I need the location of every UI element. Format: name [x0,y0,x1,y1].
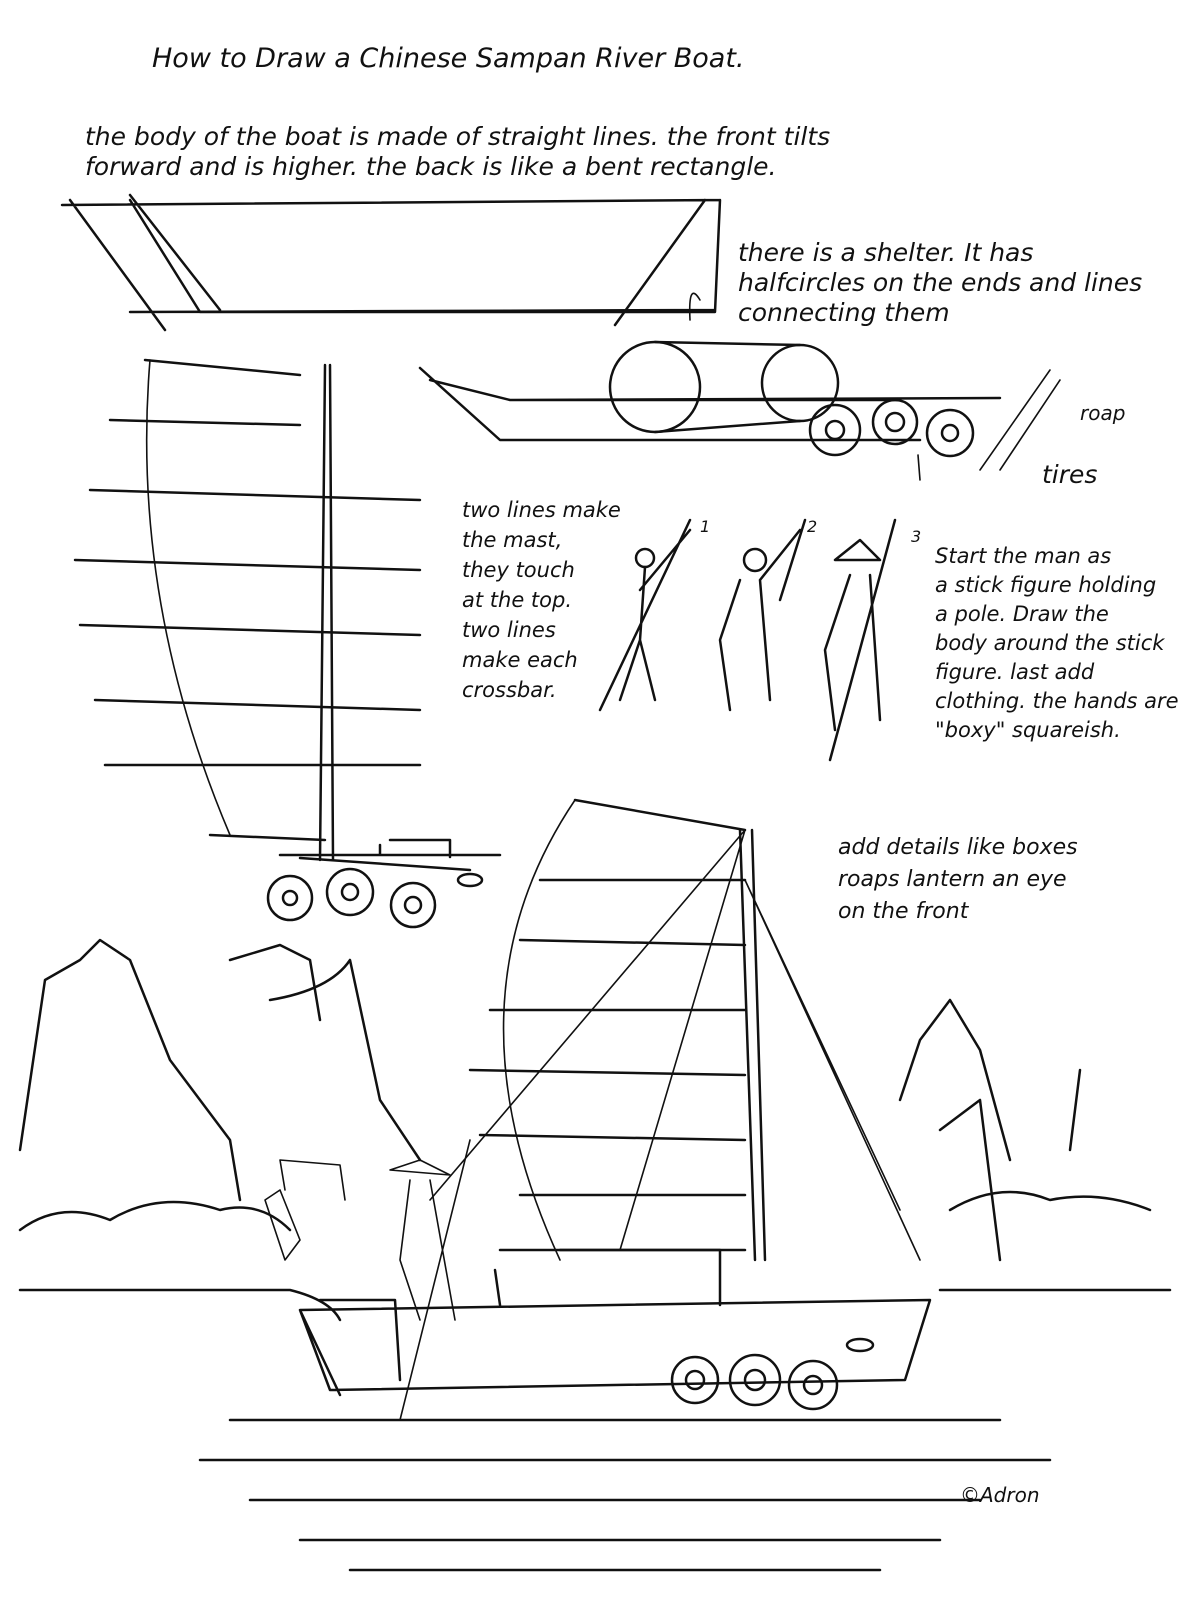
water-lines [198,1418,1052,1572]
shelter-sketch [418,292,1061,481]
shelter-instructions: there is a shelter. It has halfcircles o… [738,238,1143,327]
step-number-3: 3 [911,527,922,546]
signature: ©Adron [960,1483,1040,1507]
mast-instructions: two lines make the mast, they touch at t… [462,498,621,702]
tires-label: tires [1042,460,1098,489]
mast-sketch [73,358,502,929]
roap-label: roap [1080,401,1126,425]
man-figure-sketches [598,518,897,762]
page-title: How to Draw a Chinese Sampan River Boat. [152,43,745,74]
step-number-1: 1 [700,517,711,536]
step-number-2: 2 [807,517,818,536]
hull-sketch [60,193,722,332]
details-instructions: add details like boxes roaps lantern an … [838,835,1078,924]
hull-instructions: the body of the boat is made of straight… [85,122,831,181]
junk-boat-illustration [264,798,932,1421]
man-instructions: Start the man as a stick figure holding … [935,544,1179,742]
mountains [18,938,1172,1322]
